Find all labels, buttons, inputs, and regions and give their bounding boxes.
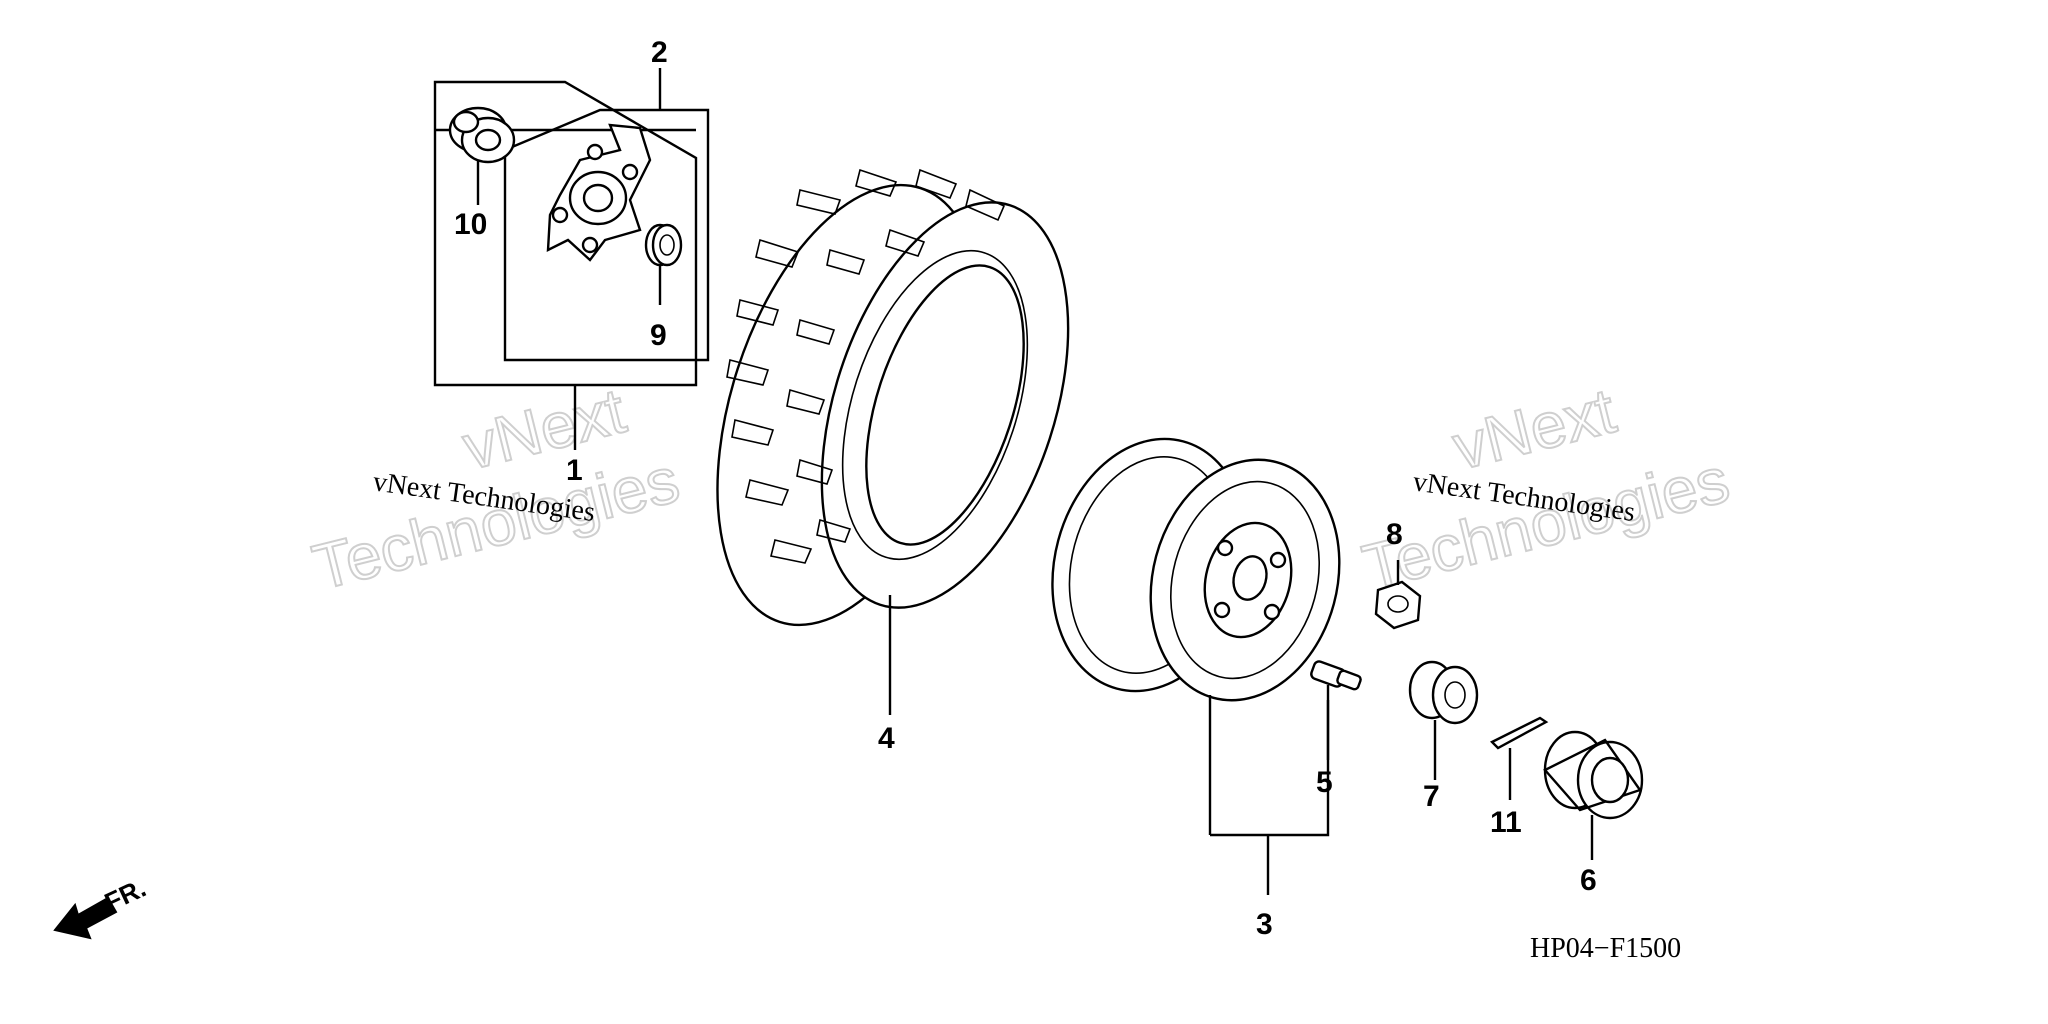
castle-nut-part-7	[1408, 660, 1479, 780]
watermark-left: vNext Technologies vNext Technologies	[305, 373, 687, 604]
bearing-part-9	[644, 223, 683, 305]
callout-4: 4	[878, 722, 895, 755]
callout-10: 10	[454, 208, 487, 241]
callout-2: 2	[651, 36, 668, 69]
front-direction-arrow: FR.	[53, 873, 151, 940]
callout-7: 7	[1423, 780, 1440, 813]
watermark-right: vNext Technologies vNext Technologies	[1355, 373, 1737, 604]
watermark-right-big-2: Technologies	[1356, 443, 1736, 603]
callout-3: 3	[1256, 908, 1273, 941]
collar-part-10	[448, 106, 516, 205]
callout-11: 11	[1490, 806, 1522, 839]
callouts: 1 2 3 4 5 6 7 8 9 10 11	[454, 36, 1597, 941]
rim-bracket	[1210, 700, 1330, 837]
diagram-code: HP04−F1500	[1530, 933, 1681, 964]
arrow-icon	[53, 896, 118, 940]
callout-9: 9	[650, 319, 667, 352]
nut-part-8	[1374, 560, 1422, 630]
valve-part-5	[1310, 660, 1362, 760]
hub-assembly-brackets	[433, 68, 710, 450]
callout-6: 6	[1580, 864, 1597, 897]
cotter-pin-part-11	[1489, 716, 1549, 800]
rim-part-3	[1051, 437, 1341, 835]
callout-8: 8	[1386, 518, 1403, 551]
hub-part-2	[546, 123, 652, 262]
cap-part-6	[1543, 730, 1644, 860]
tire-tread	[726, 168, 1006, 564]
tire-part-4	[716, 168, 1070, 715]
watermark-right-big-1: vNext	[1446, 374, 1622, 483]
callout-1: 1	[566, 454, 583, 487]
callout-5: 5	[1316, 766, 1333, 799]
